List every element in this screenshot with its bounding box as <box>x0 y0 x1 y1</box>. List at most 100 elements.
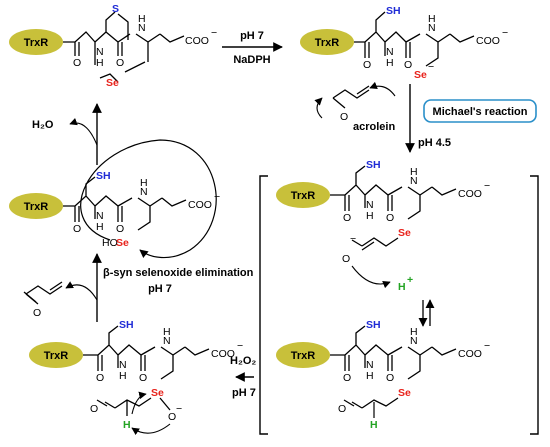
structure-aldehyde-adduct: TrxR SH O O N H N H Se O H COO − <box>276 319 490 431</box>
atom-selenium: Se <box>151 387 164 399</box>
atom-hydrogen: H <box>428 13 436 25</box>
atom-nitrogen: N <box>428 22 436 34</box>
backbone-bonds <box>63 11 161 65</box>
curved-arrow-water <box>69 117 98 146</box>
atom-nitrogen: N <box>366 359 374 371</box>
trxr-label: TrxR <box>24 201 49 213</box>
left-bracket <box>259 175 268 435</box>
curved-arrow-protonation <box>351 265 391 289</box>
structure-enolate-adduct: TrxR SH O O N H N H Se O − COO − H + <box>276 159 490 293</box>
atom-oxygen: O <box>73 223 81 235</box>
atom-oxygen: O <box>338 403 346 415</box>
step-oxidation: H₂O₂ pH 7 <box>230 355 256 399</box>
atom-selenium: Se <box>414 69 427 81</box>
backbone-bonds <box>330 325 433 380</box>
atom-oxygen: O <box>404 59 412 71</box>
atom-nitrogen: N <box>410 335 418 347</box>
atom-thiol: SH <box>119 319 134 331</box>
atom-hydrogen: H <box>138 13 146 25</box>
trxr-enzyme-ellipse <box>9 29 63 55</box>
glycine-chain <box>159 33 185 43</box>
atom-hydrogen: H <box>366 210 374 222</box>
atom-carboxylate: COO <box>185 35 209 47</box>
atom-oxygen: O <box>73 57 81 69</box>
atom-thiol: SH <box>366 159 381 171</box>
glycine-chain <box>161 197 187 207</box>
charge-minus: − <box>484 340 490 352</box>
atom-hydrogen: H <box>119 370 127 382</box>
atom-oxygen: O <box>90 403 98 415</box>
curved-arrow <box>369 81 396 97</box>
atom-thiol: SH <box>96 170 111 182</box>
atom-nitrogen: N <box>386 46 394 58</box>
atom-oxygen: O <box>343 212 351 224</box>
condition-reductant: NaDPH <box>233 54 270 66</box>
curved-arrow-release <box>65 281 98 301</box>
michael-reaction-box <box>423 99 537 123</box>
atom-hydrogen: H <box>410 166 418 178</box>
charge-plus: + <box>407 274 413 286</box>
bracket-intermediates <box>259 175 539 435</box>
atom-carboxylate: COO <box>188 199 212 211</box>
atom-oxygen: O <box>168 411 176 423</box>
aldehyde-chain <box>343 397 399 409</box>
atom-selenium: Se <box>398 227 411 239</box>
atom-oxygen: O <box>116 57 124 69</box>
glycine-chain <box>431 346 457 356</box>
disulfide-ring-bonds <box>99 13 146 83</box>
charge-minus: − <box>428 61 434 73</box>
atom-carboxylate: COO <box>211 348 235 360</box>
atom-oxygen: O <box>139 372 147 384</box>
atom-oxygen: O <box>116 223 124 235</box>
condition-elimination: β-syn selenoxide elimination <box>103 267 254 279</box>
atom-hydrogen: H <box>96 57 104 69</box>
trxr-enzyme-ellipse <box>29 342 83 368</box>
acrolein-bonds <box>23 281 63 305</box>
charge-minus: − <box>214 191 220 203</box>
trxr-enzyme-ellipse <box>276 342 330 368</box>
step-syn-elimination: β-syn selenoxide elimination pH 7 O <box>23 253 254 322</box>
structure-selenenic-acid: TrxR SH O O N H N H HO Se COO − <box>9 139 220 259</box>
trxr-enzyme-ellipse <box>276 182 330 208</box>
charge-minus: − <box>237 340 243 352</box>
atom-oxygen: O <box>343 372 351 384</box>
backbone-bonds <box>330 165 433 220</box>
atom-hydrogen: H <box>386 57 394 69</box>
charge-minus: − <box>350 233 356 245</box>
trxr-label: TrxR <box>24 37 49 49</box>
atom-oxygen: O <box>342 253 350 265</box>
curved-arrow-syn-elimination <box>131 423 171 436</box>
structure-selenenylsulfide: TrxR O O N H N H S Se COO − <box>9 3 217 89</box>
condition-ph: pH 4.5 <box>418 137 451 149</box>
charge-minus: − <box>484 180 490 192</box>
atom-hydrogen: H <box>370 419 378 431</box>
step-reduction: pH 7 NaDPH <box>222 30 283 66</box>
curved-arrow-syn-elimination <box>131 391 147 415</box>
condition-ph: pH 7 <box>232 387 256 399</box>
backbone-bonds <box>83 325 186 380</box>
reagent-peroxide: H₂O₂ <box>230 355 256 367</box>
charge-minus: − <box>176 403 182 415</box>
michael-reaction-label: Michael's reaction <box>433 106 528 118</box>
atom-nitrogen: N <box>366 199 374 211</box>
atom-hydrogen: H <box>96 221 104 233</box>
structure-selenolate: TrxR SH O O N H N H Se − COO − <box>300 5 508 81</box>
trxr-enzyme-ellipse <box>9 193 63 219</box>
atom-hydrogen: H <box>123 419 131 431</box>
atom-carboxylate: COO <box>476 35 500 47</box>
equilibrium-arrows <box>418 299 435 327</box>
structure-selenoxide: TrxR SH O O N H N H Se O − O H COO − <box>29 319 243 436</box>
glycine-chain <box>431 186 457 196</box>
atom-oxygen: O <box>363 59 371 71</box>
charge-minus: − <box>502 27 508 39</box>
atom-nitrogen: N <box>410 175 418 187</box>
trxr-label: TrxR <box>44 350 69 362</box>
byproduct-water: H₂O <box>32 119 54 131</box>
atom-selenium: Se <box>116 237 129 249</box>
atom-selenium: Se <box>106 77 119 89</box>
atom-thiol: SH <box>386 5 401 17</box>
regeneration-circle-arrow <box>80 139 217 259</box>
trxr-label: TrxR <box>291 350 316 362</box>
atom-hydrogen: H <box>410 326 418 338</box>
